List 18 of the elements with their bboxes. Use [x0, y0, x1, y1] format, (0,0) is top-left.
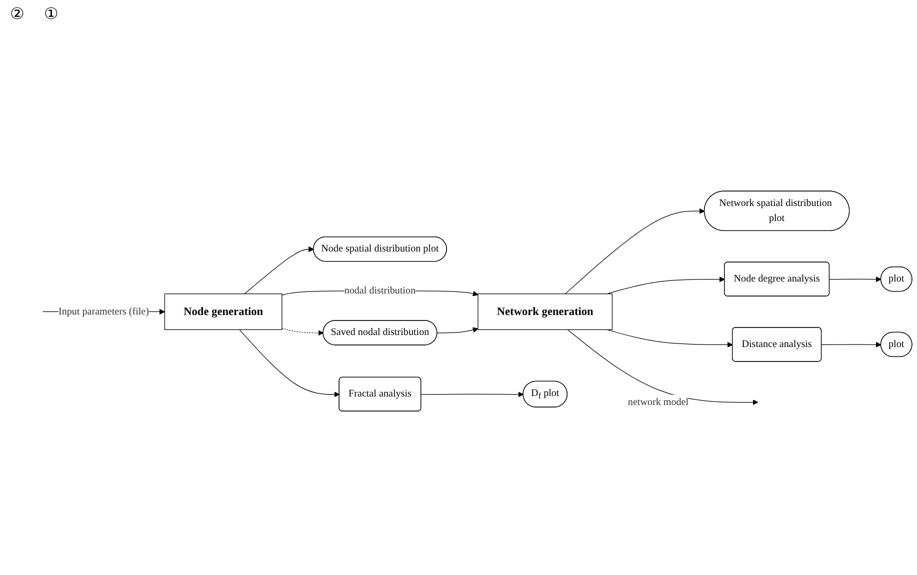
node-box: Network generation [478, 294, 613, 330]
arrow [420, 392, 524, 398]
arrow [244, 246, 314, 294]
arrow [564, 208, 705, 294]
arrow [606, 276, 725, 294]
callout-number: ② [10, 5, 24, 24]
edge-label: network model [628, 396, 689, 408]
arrow [567, 329, 758, 406]
arrow [829, 276, 882, 282]
arrow [821, 342, 882, 348]
arrow [436, 327, 478, 334]
arrow [606, 329, 733, 348]
callout-number: ① [44, 5, 58, 24]
node-box: Node generation [164, 294, 282, 330]
edge-label: nodal distribution [344, 285, 416, 296]
arrow [282, 328, 324, 336]
edge-label: Input parameters (file) [58, 306, 149, 317]
arrow [239, 329, 340, 398]
